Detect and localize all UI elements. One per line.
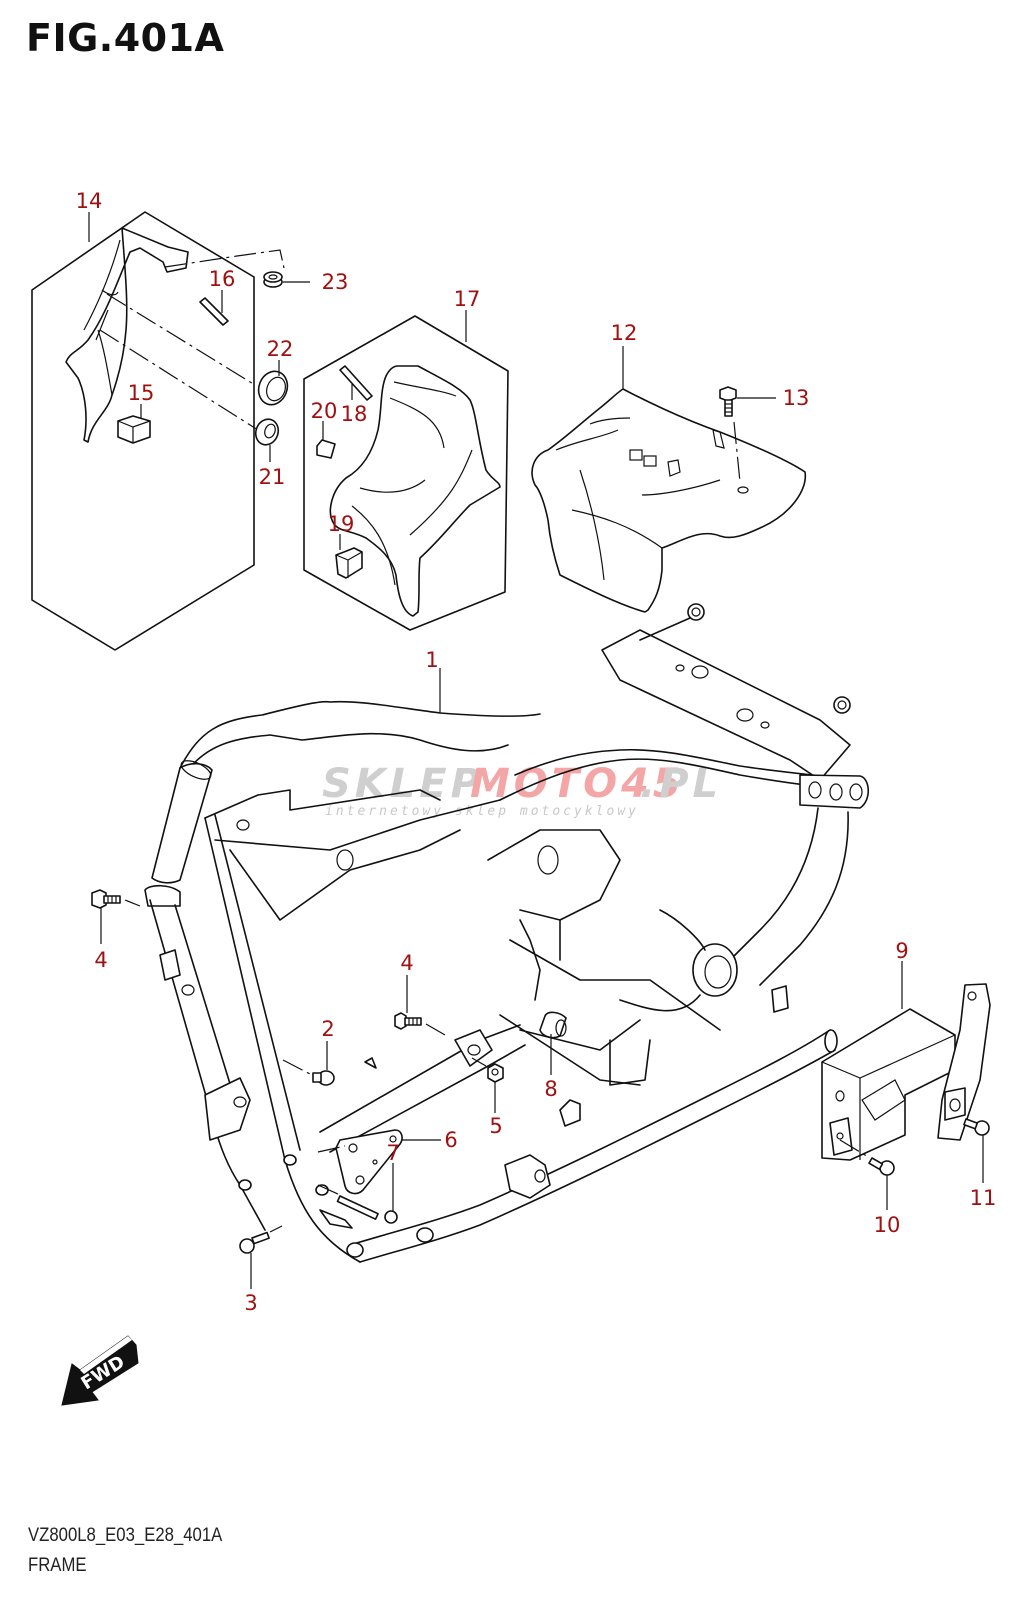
callout-21: 21 bbox=[259, 465, 286, 489]
seat-pad-shape bbox=[329, 365, 501, 617]
callout-3: 3 bbox=[244, 1291, 257, 1315]
watermark: SKLEP MOTO45 .PL internetowy sklep motoc… bbox=[322, 761, 722, 819]
part-16-strip bbox=[199, 290, 229, 326]
callout-19: 19 bbox=[328, 512, 355, 536]
callout-2: 2 bbox=[321, 1017, 334, 1041]
callout-4-middle: 4 bbox=[400, 951, 413, 975]
part-18-strip bbox=[339, 365, 373, 401]
part-21-grommet bbox=[254, 418, 280, 462]
callout-11: 11 bbox=[970, 1186, 997, 1210]
figure-code: VZ800L8_E03_E28_401A bbox=[28, 1525, 223, 1546]
callout-20: 20 bbox=[311, 399, 338, 423]
assembly-line bbox=[164, 249, 285, 269]
callout-14: 14 bbox=[76, 189, 103, 213]
kit-14-hexagon-outline bbox=[31, 211, 255, 651]
callout-9: 9 bbox=[895, 939, 908, 963]
callout-17: 17 bbox=[454, 287, 481, 311]
part-6-plate bbox=[317, 1129, 441, 1195]
figure-name: FRAME bbox=[28, 1555, 87, 1576]
part-19-block bbox=[335, 534, 363, 579]
assembly-line bbox=[99, 329, 259, 431]
callout-13: 13 bbox=[783, 386, 810, 410]
part-12-battery-tray bbox=[531, 346, 807, 613]
callout-7: 7 bbox=[386, 1141, 399, 1165]
callout-15: 15 bbox=[128, 381, 155, 405]
callout-22: 22 bbox=[267, 337, 294, 361]
tray-clip bbox=[629, 449, 643, 461]
callout-1: 1 bbox=[425, 648, 438, 672]
callout-8: 8 bbox=[544, 1077, 557, 1101]
part-7-bolt bbox=[317, 1163, 398, 1224]
part-8-collar bbox=[539, 1011, 567, 1075]
callout-18: 18 bbox=[341, 402, 368, 426]
part-14-cover-kit bbox=[31, 211, 285, 651]
forward-arrow-icon bbox=[61, 1335, 139, 1406]
watermark-tagline: internetowy sklep motocyklowy bbox=[325, 804, 639, 819]
callout-12: 12 bbox=[611, 321, 638, 345]
part-11-bolt bbox=[963, 1118, 990, 1183]
part-15-cushion bbox=[117, 404, 151, 444]
callout-23: 23 bbox=[322, 270, 349, 294]
part-9-ecu-bracket bbox=[821, 961, 991, 1161]
part-20-pad bbox=[316, 421, 336, 459]
part-2-plug bbox=[282, 1041, 335, 1086]
assembly-line bbox=[106, 293, 256, 386]
part-23-grommet bbox=[263, 271, 310, 288]
figure-title: FIG.401A bbox=[26, 16, 225, 60]
callout-labels: 1 2 3 4 4 5 6 7 8 9 10 11 12 13 14 15 16… bbox=[76, 189, 997, 1315]
callout-16: 16 bbox=[209, 267, 236, 291]
fwd-direction-badge: FWD bbox=[61, 1335, 139, 1406]
part-1-main-frame bbox=[144, 603, 870, 1263]
callout-6: 6 bbox=[444, 1128, 457, 1152]
callout-4-front: 4 bbox=[94, 948, 107, 972]
part-17-seat-pad-kit bbox=[303, 310, 509, 631]
part-4-bolt-front bbox=[91, 889, 141, 944]
kit-17-hexagon-outline bbox=[303, 315, 509, 631]
part-10-bolt bbox=[839, 1139, 895, 1210]
part-13-bolt bbox=[719, 386, 776, 483]
part-22-grommet bbox=[257, 360, 289, 406]
callout-5: 5 bbox=[489, 1114, 502, 1138]
part-3-bolt bbox=[239, 1225, 283, 1289]
tray-clip bbox=[643, 455, 657, 467]
cover-panel bbox=[65, 227, 189, 443]
watermark-brand-sklep: SKLEP bbox=[322, 761, 484, 807]
callout-10: 10 bbox=[874, 1213, 901, 1237]
part-4-bolt-middle bbox=[394, 975, 446, 1036]
watermark-brand-pl: .PL bbox=[640, 761, 722, 807]
part-5-nut bbox=[471, 1057, 504, 1113]
